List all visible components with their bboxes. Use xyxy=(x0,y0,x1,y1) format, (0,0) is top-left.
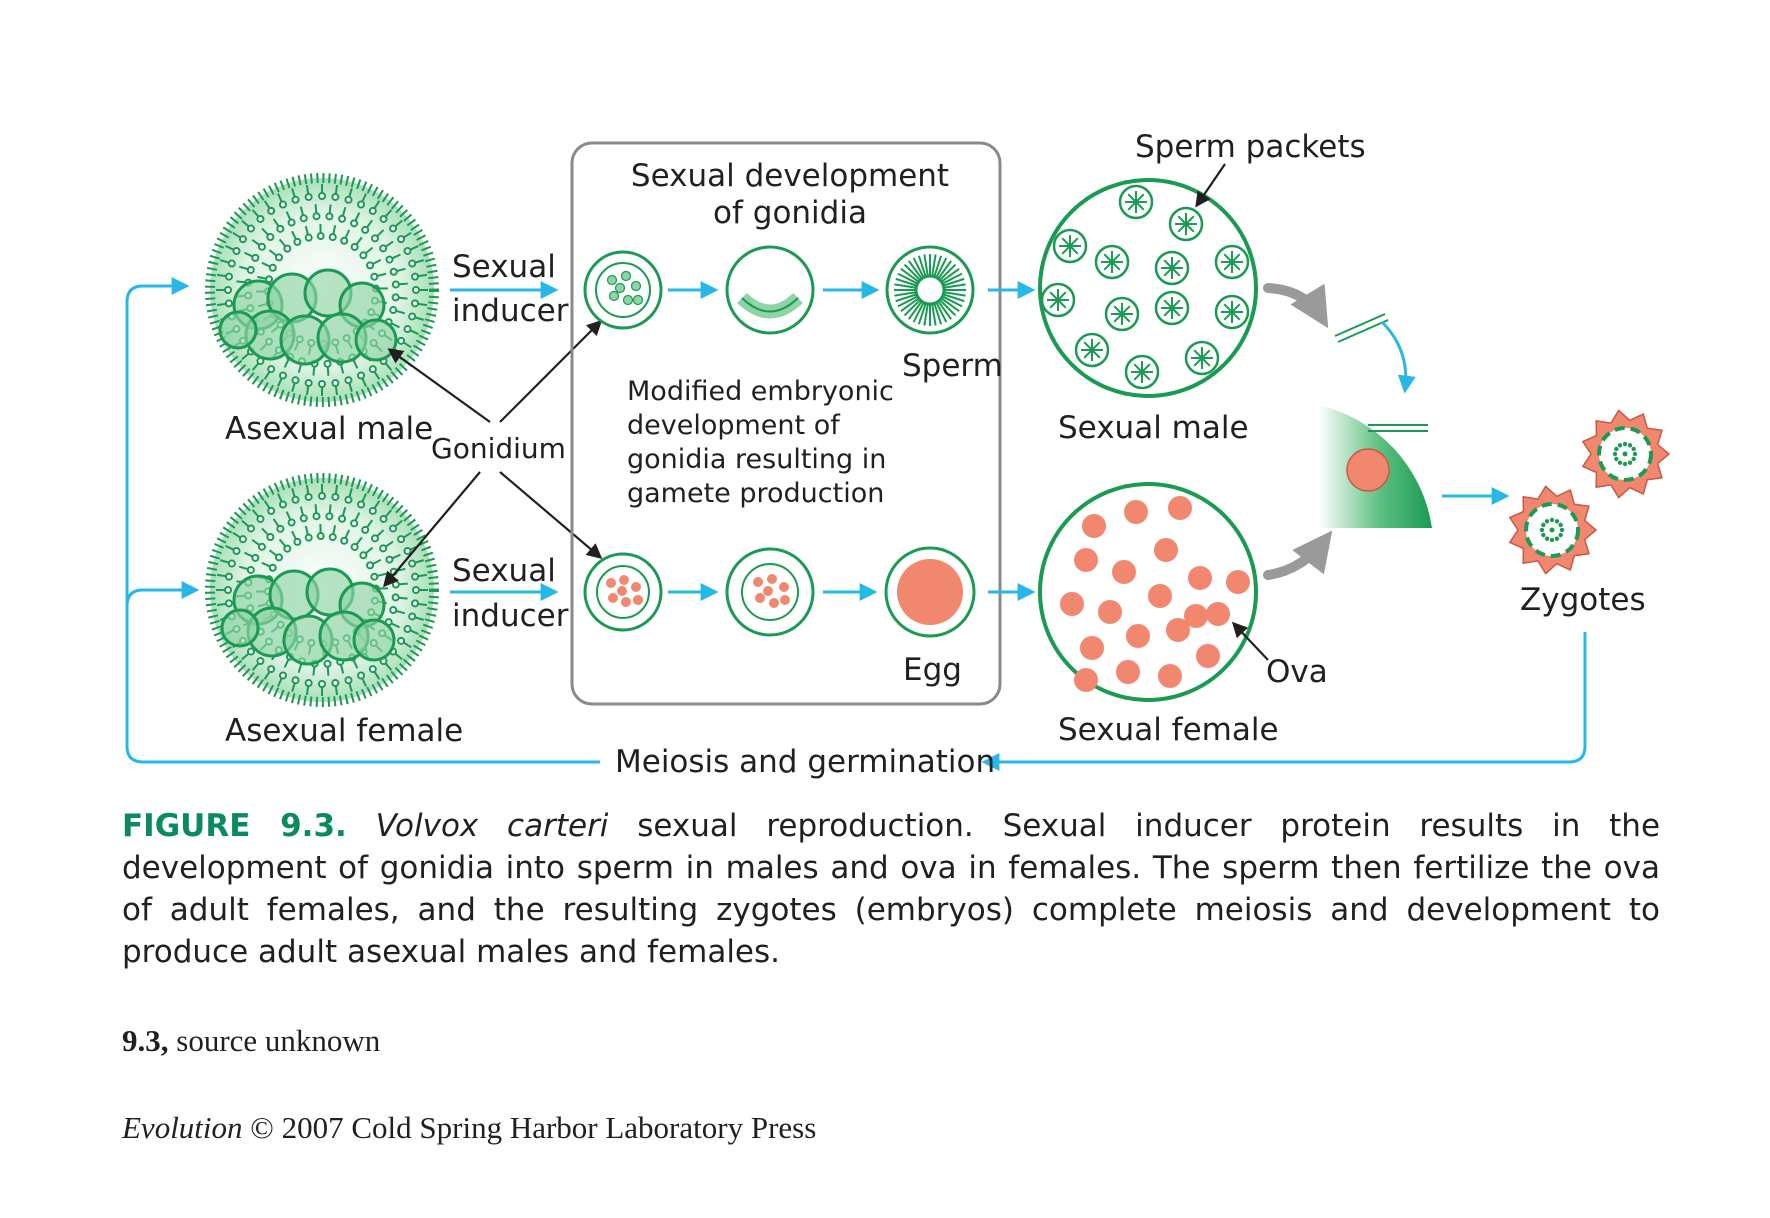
sexual-inducer-top-line1: Sexual xyxy=(452,249,556,285)
asexual-female-colony: Asexual female xyxy=(205,473,463,749)
asexual-female-label: Asexual female xyxy=(225,713,463,749)
figure-source: 9.3, source unknown xyxy=(122,1023,380,1059)
male-to-sperm-arrow xyxy=(1263,283,1329,329)
asexual-male-gonidia xyxy=(218,268,398,366)
source-text: source unknown xyxy=(168,1023,381,1058)
sexual-inducer-top-line2: inducer xyxy=(452,293,569,329)
sexual-development-box: Sexual development of gonidia Modified e… xyxy=(570,141,1003,706)
sperm-at-egg xyxy=(1368,424,1428,432)
sexual-inducer-bottom: Sexual inducer xyxy=(450,553,569,634)
caption-text: sexual reproduction. Sexual inducer prot… xyxy=(122,808,1661,970)
sexual-inducer-bottom-line1: Sexual xyxy=(452,553,556,589)
zygote-bottom xyxy=(1508,485,1598,575)
book-title: Evolution xyxy=(122,1110,243,1145)
male-gonidium-stage-1 xyxy=(583,250,663,330)
copyright-line: Evolution © 2007 Cold Spring Harbor Labo… xyxy=(122,1110,816,1146)
asexual-male-label: Asexual male xyxy=(225,411,433,447)
female-gonidium-stage-2 xyxy=(725,547,815,637)
box-title-line2: of gonidia xyxy=(713,195,867,231)
sexual-inducer-top: Sexual inducer xyxy=(450,249,569,329)
male-gonidium-stage-2 xyxy=(725,245,815,335)
box-title-line1: Sexual development xyxy=(631,158,949,194)
sperm-label: Sperm xyxy=(902,348,1003,384)
zygote-down-line xyxy=(1000,632,1587,764)
fertilization xyxy=(1263,283,1510,580)
ova-label: Ova xyxy=(1266,654,1328,690)
box-note-line2: development of xyxy=(627,410,841,441)
fertilized-egg xyxy=(1346,448,1390,492)
sexual-female-label: Sexual female xyxy=(1058,712,1279,748)
gonidium-label: Gonidium xyxy=(431,432,566,465)
box-note-line3: gonidia resulting in xyxy=(627,444,886,475)
gonidium-pointers: Gonidium xyxy=(383,319,603,588)
free-sperm-bundle xyxy=(1334,313,1389,343)
zygotes: Zygotes xyxy=(1508,409,1671,618)
female-gonidium-stage-1 xyxy=(583,552,663,632)
asexual-male-colony: Asexual male xyxy=(205,173,439,447)
species-name: Volvox carteri xyxy=(375,808,609,844)
sexual-male-colony: Sperm packets Sexual male xyxy=(1038,129,1366,446)
meiosis-label: Meiosis and germination xyxy=(615,744,995,780)
sexual-inducer-bottom-line2: inducer xyxy=(452,598,569,634)
box-note-line4: gamete production xyxy=(627,478,884,509)
figure-caption: FIGURE 9.3. Volvox carteri sexual reprod… xyxy=(122,805,1660,973)
sexual-male-label: Sexual male xyxy=(1058,410,1249,446)
meiosis-return-loop xyxy=(125,277,1587,771)
figure-label: FIGURE 9.3. xyxy=(122,808,347,844)
box-note-line1: Modified embryonic xyxy=(627,376,894,407)
egg-stage xyxy=(884,546,976,638)
zygote-top xyxy=(1581,409,1671,499)
ova xyxy=(1060,496,1250,692)
egg-label: Egg xyxy=(903,652,962,688)
figure-ref: 9.3, xyxy=(122,1023,169,1058)
sperm-packet-stage xyxy=(885,245,975,335)
sperm-packets-pointer xyxy=(1195,163,1226,208)
meiosis-branch-female xyxy=(125,581,200,607)
meiosis-line-left xyxy=(125,277,600,764)
sperm-to-egg-arrow xyxy=(1380,320,1416,394)
sperm-packets-label: Sperm packets xyxy=(1135,129,1366,165)
female-to-fertilization-arrow xyxy=(1263,530,1333,580)
zygotes-label: Zygotes xyxy=(1520,582,1646,618)
asexual-female-gonidia xyxy=(220,567,396,666)
sexual-female-body xyxy=(1038,482,1258,702)
ova-pointer xyxy=(1231,621,1269,661)
volvox-life-cycle-diagram: Asexual male Asexual female Sexual induc… xyxy=(125,129,1671,780)
sexual-female-colony: Ova Sexual female xyxy=(1038,482,1328,748)
development-box-frame xyxy=(570,141,1002,706)
copyright-text: © 2007 Cold Spring Harbor Laboratory Pre… xyxy=(242,1110,817,1145)
sperm-packets xyxy=(1040,184,1250,390)
